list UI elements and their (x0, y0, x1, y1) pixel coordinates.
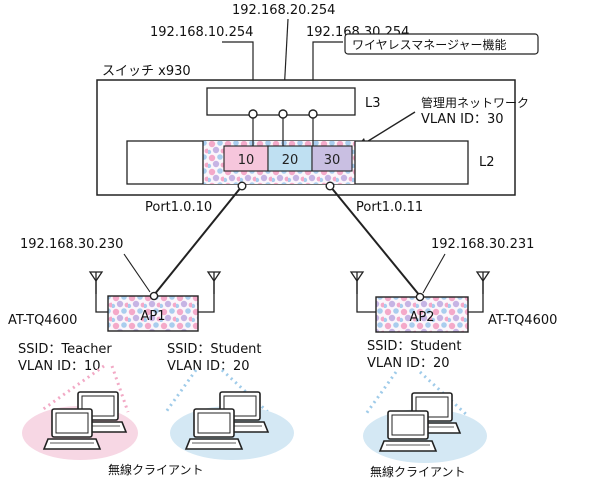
l3-label: L3 (365, 96, 381, 111)
ap2-label: AP2 (409, 310, 434, 325)
vlan30-box (311, 145, 353, 172)
ip-vlan10-label: 192.168.10.254 (150, 25, 253, 40)
client-label-left: 無線クライアント (108, 462, 204, 477)
antenna-icon (207, 271, 221, 295)
port-left-label: Port1.0.10 (145, 200, 212, 215)
uplink-ap2 (329, 185, 421, 297)
group2-vlan: VLAN ID：20 (167, 359, 250, 374)
wireless-manager-label: ワイヤレスマネージャー機能 (352, 37, 506, 52)
antenna-icon (476, 271, 490, 295)
group1-ssid: SSID：Teacher (18, 342, 112, 357)
vlan10-label: 10 (238, 153, 255, 168)
laptop-icon (43, 408, 101, 450)
port-right-connector (325, 181, 335, 191)
vlan30-interface (308, 109, 318, 119)
port-left-connector (237, 181, 247, 191)
ap1-device (89, 271, 221, 332)
group1-vlan: VLAN ID：10 (18, 359, 101, 374)
laptop-icon (379, 410, 437, 452)
vlan20-label: 20 (282, 153, 299, 168)
group2-ssid: SSID：Student (167, 342, 262, 357)
vlan20-interface (278, 109, 288, 119)
port-right-label: Port1.0.11 (356, 200, 423, 215)
ap2-ip-label: 192.168.30.231 (431, 237, 534, 252)
vlan20-box (267, 145, 313, 172)
l2-label: L2 (479, 155, 495, 170)
ap1-label: AP1 (140, 309, 165, 324)
wireless-signal-icon (41, 364, 470, 418)
ap2-device (350, 271, 490, 333)
ip-vlan20-label: 192.168.20.254 (232, 3, 335, 18)
group3-vlan: VLAN ID：20 (367, 356, 450, 371)
ap2-model-label: AT-TQ4600 (488, 313, 557, 328)
group3-ssid: SSID：Student (367, 339, 462, 354)
vlan10-box (223, 145, 269, 172)
uplink-ap1 (153, 185, 243, 296)
ap1-model-label: AT-TQ4600 (8, 313, 77, 328)
vlan30-label: 30 (324, 153, 341, 168)
antenna-icon (89, 271, 103, 295)
laptop-icon (185, 408, 243, 450)
mgmt-vlan-label: VLAN ID：30 (421, 112, 504, 127)
vlan10-interface (248, 109, 258, 119)
client-label-right: 無線クライアント (370, 464, 466, 479)
antenna-icon (350, 271, 364, 295)
switch-name: スイッチ x930 (102, 64, 191, 79)
wireless-manager-box (344, 33, 539, 55)
mgmt-network-label: 管理用ネットワーク (421, 95, 529, 110)
ap1-ip-label: 192.168.30.230 (20, 237, 123, 252)
